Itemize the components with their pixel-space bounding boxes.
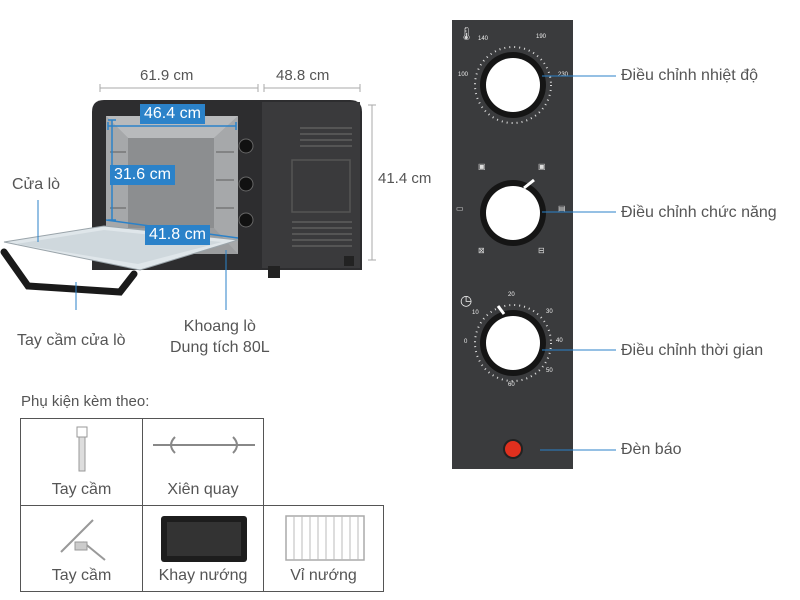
function-icon-bottom-right: ⊟ — [538, 246, 545, 255]
thermometer-icon: 🌡 — [458, 26, 475, 41]
door-label: Cửa lò — [12, 176, 61, 193]
temperature-label: Điều chỉnh nhiệt độ — [621, 67, 758, 84]
accessory-label: Tay cầm — [51, 567, 112, 584]
function-icon-right: ▤ — [558, 204, 566, 213]
timer-tick: 10 — [472, 310, 479, 316]
accessories-title: Phụ kiện kèm theo: — [21, 393, 150, 410]
timer-tick: 20 — [508, 292, 515, 298]
function-knob[interactable] — [472, 172, 554, 254]
oven-width-label: 61.9 cm — [140, 67, 194, 84]
oven-depth-label: 48.8 cm — [276, 67, 330, 84]
accessory-label: Vỉ nướng — [290, 567, 357, 584]
timer-tick: 30 — [546, 309, 553, 315]
accessory-cell-tray-handle: Tay cầm — [20, 505, 143, 592]
cavity-label-line1: Khoang lò — [183, 318, 256, 335]
inner-height-label: 31.6 cm — [110, 165, 175, 185]
accessory-cell-grill-rack: Vỉ nướng — [263, 505, 384, 592]
rotisserie-spit-icon — [153, 436, 255, 454]
temperature-knob[interactable] — [472, 44, 554, 126]
control-pointer-lines — [540, 75, 616, 451]
timer-knob[interactable] — [472, 302, 554, 384]
function-icon-bottom-left: ⊠ — [478, 246, 485, 255]
accessory-cell-rotisserie: Xiên quay — [142, 418, 264, 506]
grill-rack-icon — [285, 515, 365, 561]
temp-tick: 140 — [478, 36, 489, 42]
timer-tick: 40 — [556, 338, 563, 344]
inner-width-label: 46.4 cm — [140, 104, 205, 124]
inner-depth-label: 41.8 cm — [145, 225, 210, 245]
accessory-label: Xiên quay — [167, 481, 239, 498]
cavity-label-line2: Dung tích 80L — [170, 339, 270, 356]
baking-tray-icon — [161, 516, 247, 562]
oven-height-label: 41.4 cm — [378, 170, 432, 187]
temp-tick: 230 — [558, 72, 569, 78]
indicator-label: Đèn báo — [621, 441, 682, 458]
function-label: Điều chỉnh chức năng — [621, 204, 777, 221]
temp-tick: 100 — [458, 72, 469, 78]
accessory-cell-handle: Tay cầm — [20, 418, 143, 506]
indicator-light — [503, 439, 523, 459]
function-icon-top-left: ▣ — [478, 162, 486, 171]
accessory-label: Khay nướng — [158, 567, 248, 584]
handle-icon — [76, 426, 88, 472]
function-icon-left: ▭ — [456, 204, 464, 213]
cavity-label: Khoang lò Dung tích 80L — [170, 316, 270, 358]
function-icon-top-right: ▣ — [538, 162, 546, 171]
accessory-label: Tay cầm — [51, 481, 112, 498]
timer-tick: 50 — [546, 368, 553, 374]
temp-tick: 190 — [536, 34, 547, 40]
control-panel: 🌡 100 140 190 230 ▣ ▣ ▭ ▤ ⊠ ⊟ ◷ 0 10 20 … — [452, 20, 573, 469]
door-handle-label: Tay cầm cửa lò — [17, 332, 126, 349]
clock-icon: ◷ — [460, 292, 473, 308]
timer-tick: 60 — [508, 382, 515, 388]
timer-tick: 0 — [464, 339, 468, 345]
tray-handle-icon — [60, 519, 106, 561]
timer-label: Điều chỉnh thời gian — [621, 342, 764, 359]
accessory-cell-baking-tray: Khay nướng — [142, 505, 264, 592]
